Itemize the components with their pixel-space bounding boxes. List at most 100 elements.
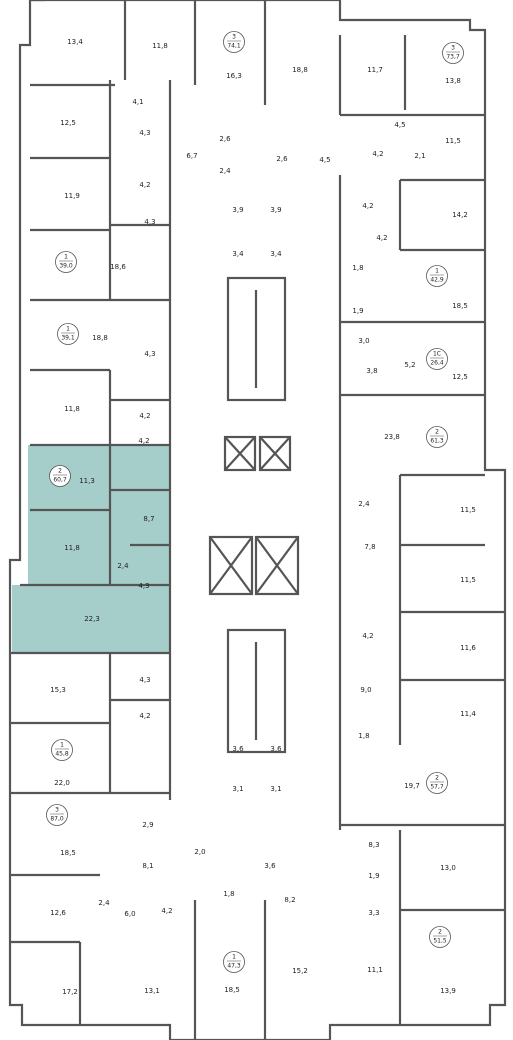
- room-area-label: 4,5: [319, 156, 330, 164]
- room-area-label: 18,5: [452, 302, 468, 310]
- room-area-label: 18,5: [60, 849, 76, 857]
- elevator-cross: [224, 436, 256, 471]
- highlight-area-lower: [12, 585, 171, 653]
- stairwell-upper: [226, 276, 287, 402]
- room-area-label: 14,2: [452, 211, 468, 219]
- apartment-room-count: 1: [64, 254, 68, 261]
- room-area-label: 19,7: [404, 782, 420, 790]
- room-area-label: 2,6: [219, 135, 231, 143]
- room-area-label: 2,6: [276, 155, 288, 163]
- apartment-badge[interactable]: 147,3: [223, 951, 245, 973]
- room-area-label: 4,2: [161, 907, 172, 915]
- room-area-label: 3,9: [232, 206, 243, 214]
- badge-circle: [426, 348, 448, 370]
- elevator: [254, 535, 300, 596]
- room-area-label: 3,8: [366, 367, 377, 375]
- apartment-badge[interactable]: 145,8: [51, 739, 73, 761]
- room-area-label: 11,1: [367, 966, 383, 974]
- apartment-area: 87,0: [50, 816, 64, 823]
- apartment-badge[interactable]: 257,7: [426, 772, 448, 794]
- apartment-badge[interactable]: 139,0: [55, 251, 77, 273]
- badge-circle: [57, 323, 79, 345]
- room-area-label: 1,8: [352, 264, 363, 272]
- apartment-room-count: 2: [58, 468, 62, 475]
- stairwell-lower: [226, 628, 287, 754]
- apartment-badge[interactable]: 1С 26,4: [426, 348, 448, 370]
- room-area-label: 3,1: [232, 785, 243, 793]
- elevator-cross: [259, 436, 291, 471]
- apartment-badge[interactable]: 261,3: [426, 426, 448, 448]
- apartment-area: 42,9: [430, 277, 444, 284]
- room-area-label: 13,0: [440, 864, 456, 872]
- room-area-label: 11,7: [367, 66, 383, 74]
- apartment-room-count: 1: [232, 954, 236, 961]
- room-area-label: 13,9: [440, 987, 456, 995]
- room-area-label: 11,8: [64, 405, 80, 413]
- room-area-label: 4,5: [394, 121, 405, 129]
- apartment-area: 39,1: [61, 335, 75, 342]
- room-area-label: 3,1: [270, 785, 281, 793]
- highlight-area-upper: [28, 445, 171, 585]
- room-area-label: 18,8: [292, 66, 308, 74]
- room-area-label: 4,2: [138, 437, 149, 445]
- room-area-label: 6,7: [186, 152, 197, 160]
- apartment-badge[interactable]: 139,1: [57, 323, 79, 345]
- room-area-label: 12,6: [50, 909, 66, 917]
- room-area-label: 2,4: [98, 899, 110, 907]
- room-area-label: 4,2: [139, 712, 150, 720]
- room-area-label: 11,9: [64, 192, 80, 200]
- apartment-badge[interactable]: 251,5: [429, 926, 451, 948]
- badge-circle: [429, 926, 451, 948]
- apartment-badge[interactable]: 374,1: [223, 31, 245, 53]
- highlighted-apartment[interactable]: [12, 445, 171, 653]
- apartment-area: 39,0: [59, 263, 73, 270]
- room-area-label: 13,8: [445, 77, 461, 85]
- room-area-label: 3,4: [270, 250, 282, 258]
- apartment-area: 51,5: [433, 938, 447, 945]
- room-area-label: 7,8: [364, 543, 375, 551]
- room-area-label: 4,3: [144, 218, 155, 226]
- apartment-room-count: 2: [435, 775, 439, 782]
- room-area-label: 4,3: [139, 129, 150, 137]
- elevator: [208, 535, 254, 596]
- room-area-label: 4,2: [376, 234, 387, 242]
- room-area-label: 2,0: [194, 848, 205, 856]
- apartment-room-count: 1: [435, 268, 439, 275]
- badge-circle: [223, 951, 245, 973]
- room-area-label: 1,9: [352, 307, 363, 315]
- room-area-label: 3,6: [264, 862, 276, 870]
- room-area-label: 1,8: [358, 732, 369, 740]
- apartment-badge[interactable]: 142,9: [426, 265, 448, 287]
- apartment-badge[interactable]: 260,7: [49, 465, 71, 487]
- room-area-label: 11,4: [460, 710, 476, 718]
- badge-circle: [46, 804, 68, 826]
- outer-wall-left: [8, 0, 507, 1040]
- room-area-label: 4,2: [362, 632, 373, 640]
- room-area-label: 4,2: [139, 181, 150, 189]
- room-area-label: 8,7: [143, 515, 154, 523]
- apartment-badge[interactable]: 387,0: [46, 804, 68, 826]
- room-area-label: 22,3: [84, 615, 100, 623]
- apartment-area: 73,7: [446, 54, 460, 61]
- apartment-area: 74,1: [227, 43, 241, 50]
- room-area-label: 11,6: [460, 644, 476, 652]
- room-area-label: 13,1: [144, 987, 160, 995]
- apartment-room-count: 1: [60, 742, 64, 749]
- apartment-area: 26,4: [430, 360, 444, 367]
- apartment-room-count: 2: [438, 929, 442, 936]
- apartment-room-count: 1С: [433, 351, 441, 358]
- elevator: [223, 435, 257, 472]
- badge-circle: [426, 772, 448, 794]
- apartment-area: 60,7: [53, 477, 67, 484]
- room-area-label: 3,4: [232, 250, 244, 258]
- apartment-badge[interactable]: 373,7: [442, 42, 464, 64]
- apartment-area: 57,7: [430, 784, 444, 791]
- room-area-label: 3,6: [270, 745, 282, 753]
- room-area-label: 8,2: [284, 896, 295, 904]
- room-area-label: 3,9: [270, 206, 281, 214]
- badge-circle: [426, 426, 448, 448]
- apartment-room-count: 2: [435, 429, 439, 436]
